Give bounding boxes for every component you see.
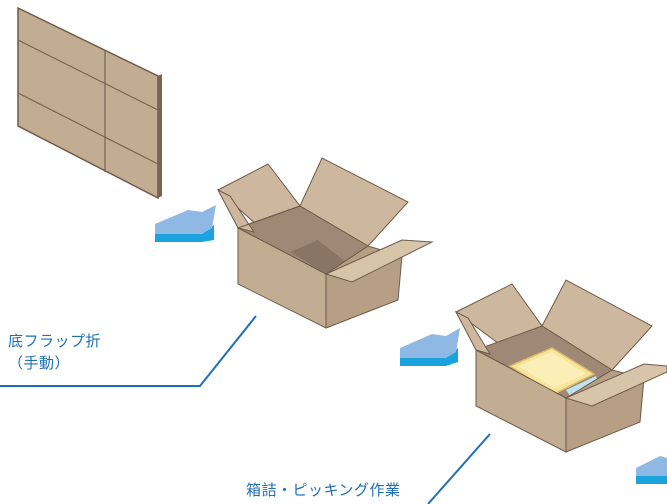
step1-label-line1: 底フラップ折 <box>8 332 102 350</box>
leader-line-2 <box>427 433 491 504</box>
leader-line-1 <box>0 315 257 387</box>
step1-label-line2: （手動） <box>8 354 71 372</box>
flat-cardboard-sheet <box>17 6 162 200</box>
open-cardboard-box-2 <box>454 279 667 453</box>
flow-arrow-2 <box>400 328 460 366</box>
flow-arrow-3 <box>636 456 667 484</box>
flow-arrow-1 <box>155 205 216 242</box>
step2-label: 箱詰・ピッキング作業 <box>246 481 401 499</box>
open-cardboard-box-1 <box>216 157 434 329</box>
step1-label: 底フラップ折 （手動） <box>8 330 101 374</box>
